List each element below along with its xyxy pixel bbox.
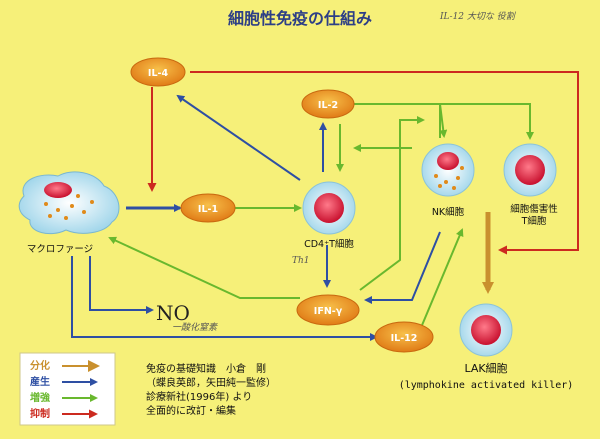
arrow-il12-enhance-nk (419, 228, 464, 331)
legend-box: 分化 産生 増強 抑制 (19, 352, 116, 426)
cytotoxic-t-cell-label-1: 細胞傷害性 (510, 203, 558, 215)
lak-cell-fullname: (lymphokine activated killer) (399, 380, 574, 391)
arrow-nk-produce-ifn (364, 231, 441, 304)
node-ifn-gamma: IFN-γ (296, 294, 360, 326)
node-il12-label: IL-12 (391, 333, 418, 344)
node-il2-label: IL-2 (318, 100, 338, 111)
arrow-il2-enhance-nk (439, 103, 448, 138)
lak-cell (459, 303, 513, 357)
lak-cell-label: LAK細胞 (464, 362, 507, 375)
arrow-ifn-enhance-nk (359, 116, 425, 291)
reference-line-4: 全面的に改訂・編集 (146, 404, 236, 417)
handwritten-note-no: 一酸化窒素 (172, 322, 218, 333)
node-no-label: NO (156, 301, 190, 325)
cytotoxic-t-cell (503, 143, 557, 197)
macrophage-label: マクロファージ (27, 244, 93, 255)
arrow-ifn-enhance-macrophage (108, 236, 300, 299)
node-ifn-gamma-label: IFN-γ (314, 306, 343, 317)
cd4-t-cell-label: CD4⁺T細胞 (304, 238, 354, 250)
reference-text: 免疫の基礎知識 小倉 剛 （蝶良英郎，矢田純一監修） 診療新社(1996年) よ… (146, 362, 276, 417)
node-il1: IL-1 (180, 193, 236, 223)
cytotoxic-t-cell-label-2: T細胞 (521, 215, 547, 227)
arrow-macrophage-produce-no (89, 256, 154, 314)
arrow-il4-suppress-lak (190, 71, 579, 255)
macrophage-cell (18, 171, 120, 235)
legend-label-production: 産生 (30, 375, 50, 388)
nk-cell-label: NK細胞 (432, 206, 465, 218)
cd4-t-cell (302, 181, 356, 235)
arrow-macrophage-produce-il12 (71, 256, 378, 341)
node-il1-label: IL-1 (198, 204, 218, 215)
node-il2: IL-2 (301, 89, 355, 119)
node-il12: IL-12 (374, 321, 434, 353)
node-il4-label: IL-4 (148, 68, 169, 79)
reference-line-2: （蝶良英郎，矢田純一監修） (146, 376, 276, 389)
handwritten-note-th1: Th1 (292, 256, 310, 266)
legend-label-suppression: 抑制 (30, 407, 50, 420)
reference-line-3: 診療新社(1996年) より (146, 390, 252, 403)
reference-line-1: 免疫の基礎知識 小倉 剛 (146, 362, 266, 375)
diagram-title: 細胞性免疫の仕組み (228, 9, 372, 28)
legend-label-differentiation: 分化 (30, 359, 50, 372)
node-il4: IL-4 (130, 57, 186, 87)
handwritten-note-top: IL-12 大切な 役割 (439, 11, 517, 22)
arrow-il2-enhance-ctl (350, 103, 534, 140)
legend-label-enhancement: 増強 (30, 391, 50, 404)
arrow-cd4-produce-il4 (176, 94, 301, 181)
nk-cell (421, 143, 475, 197)
